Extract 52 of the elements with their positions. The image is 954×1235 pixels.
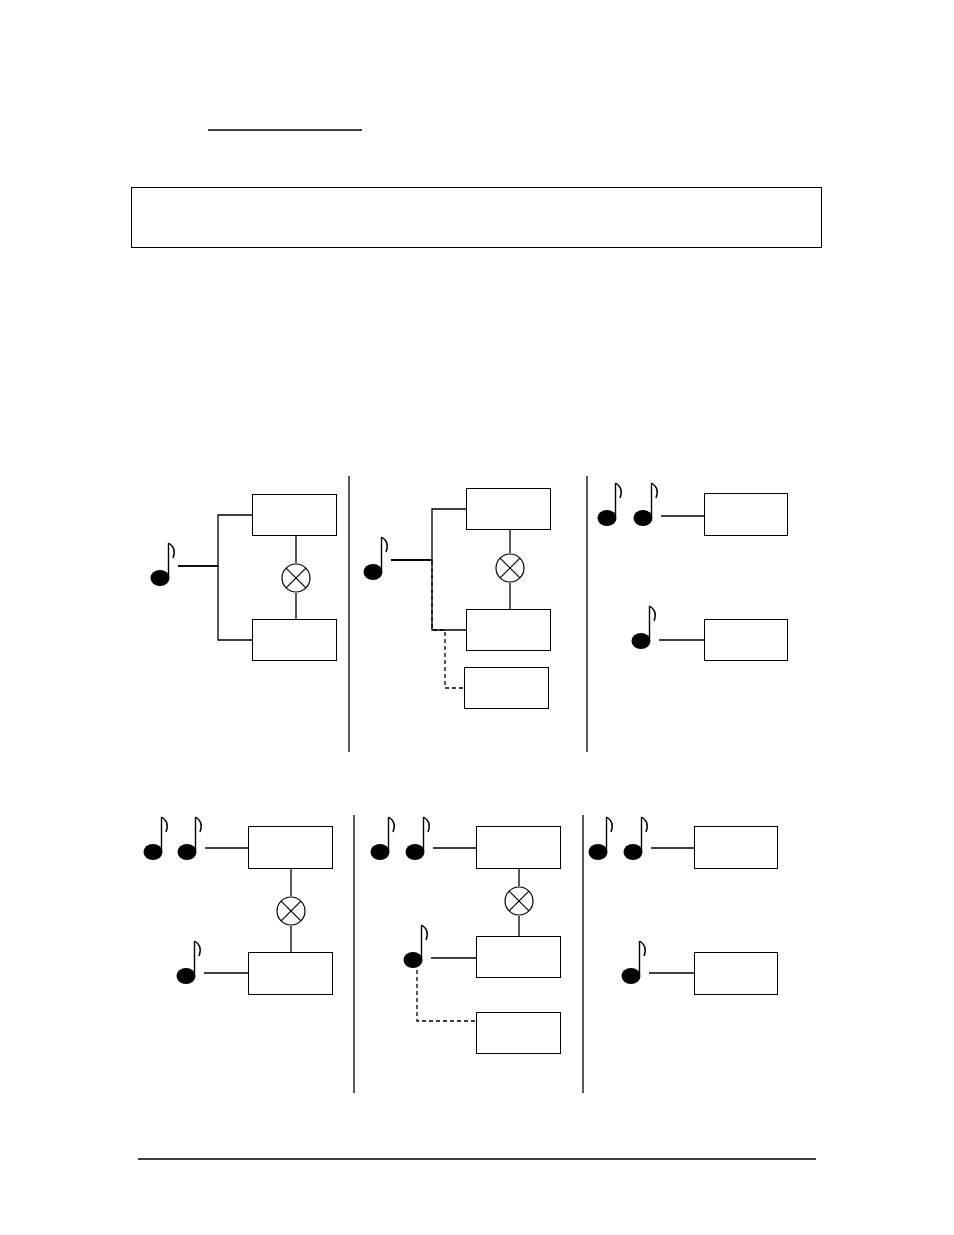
connector-line bbox=[295, 592, 297, 620]
connector-line bbox=[290, 925, 292, 953]
empty-box bbox=[248, 826, 333, 869]
connector-line bbox=[177, 565, 253, 641]
music-note-icon bbox=[177, 816, 205, 862]
connector-line bbox=[430, 957, 477, 959]
empty-box bbox=[476, 936, 561, 978]
empty-box bbox=[704, 493, 788, 536]
music-note-icon bbox=[370, 816, 398, 862]
connector-line bbox=[658, 639, 705, 641]
empty-box bbox=[466, 488, 551, 530]
connector-line bbox=[390, 559, 467, 631]
music-note-icon bbox=[588, 816, 616, 862]
music-note-icon bbox=[405, 816, 433, 862]
empty-box bbox=[248, 952, 333, 995]
empty-box bbox=[252, 494, 337, 536]
empty-box bbox=[704, 619, 788, 661]
empty-box bbox=[466, 609, 551, 651]
cross-circle bbox=[281, 563, 311, 593]
empty-box bbox=[694, 952, 778, 995]
connector-line bbox=[660, 515, 705, 517]
empty-box bbox=[131, 187, 822, 248]
connector-line bbox=[204, 847, 249, 849]
empty-box bbox=[252, 619, 337, 661]
cross-circle bbox=[276, 896, 306, 926]
connector-line bbox=[518, 915, 520, 937]
connector-line bbox=[290, 868, 292, 897]
connector-line bbox=[518, 868, 520, 887]
music-note-icon bbox=[143, 816, 171, 862]
connector-line bbox=[509, 582, 511, 610]
cross-circle bbox=[495, 553, 525, 583]
music-note-icon bbox=[597, 482, 625, 528]
connector-line bbox=[650, 847, 695, 849]
music-note-icon bbox=[623, 816, 651, 862]
connector-line bbox=[432, 847, 477, 849]
cross-circle bbox=[504, 886, 534, 916]
connector-line bbox=[416, 969, 477, 1022]
music-note-icon bbox=[631, 605, 659, 651]
music-note-icon bbox=[176, 940, 204, 986]
music-note-icon bbox=[403, 924, 431, 970]
connector-line bbox=[509, 529, 511, 554]
music-note-icon bbox=[633, 482, 661, 528]
connector-line bbox=[295, 535, 297, 564]
empty-box bbox=[464, 667, 549, 709]
empty-box bbox=[476, 826, 561, 869]
connector-line bbox=[648, 972, 695, 974]
music-note-icon bbox=[621, 940, 649, 986]
music-note-icon bbox=[363, 536, 391, 582]
music-note-icon bbox=[150, 542, 178, 588]
empty-box bbox=[694, 826, 778, 869]
connector-line bbox=[203, 972, 249, 974]
empty-box bbox=[476, 1012, 561, 1054]
